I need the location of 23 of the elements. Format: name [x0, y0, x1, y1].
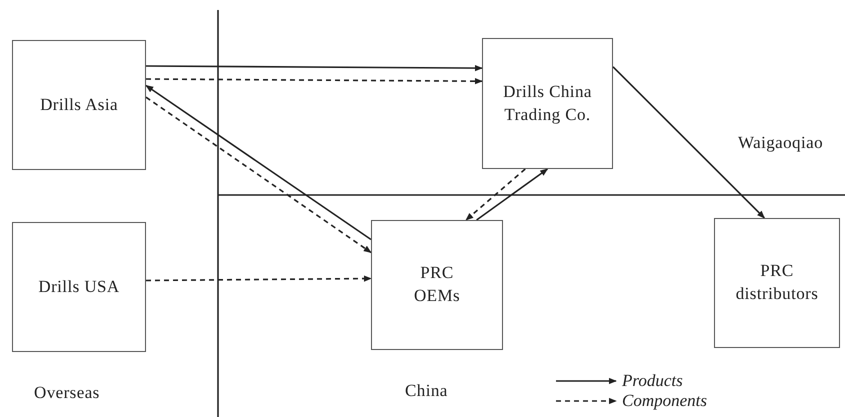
arrow [146, 275, 372, 282]
box-label: PRC distributors [734, 260, 820, 305]
arrow [146, 64, 483, 72]
box-label: Drills USA [38, 276, 120, 298]
legend-text: Components [622, 391, 707, 411]
region-label: Overseas [34, 382, 100, 404]
process-box [371, 220, 503, 350]
process-box [482, 38, 613, 169]
region-label: China [405, 380, 448, 402]
box-label: PRC OEMs [412, 262, 462, 307]
arrow [146, 78, 483, 84]
arrow [612, 66, 765, 219]
arrow [145, 84, 372, 240]
legend-text: Products [622, 371, 683, 391]
process-box [12, 40, 146, 170]
region-label: Waigaoqiao [738, 132, 824, 154]
process-box [12, 222, 146, 352]
box-label: Drills China Trading Co. [502, 80, 593, 126]
arrow [465, 168, 526, 221]
arrow [146, 96, 372, 254]
process-box [714, 218, 840, 348]
box-label: Drills Asia [40, 94, 118, 116]
arrow [476, 168, 548, 221]
